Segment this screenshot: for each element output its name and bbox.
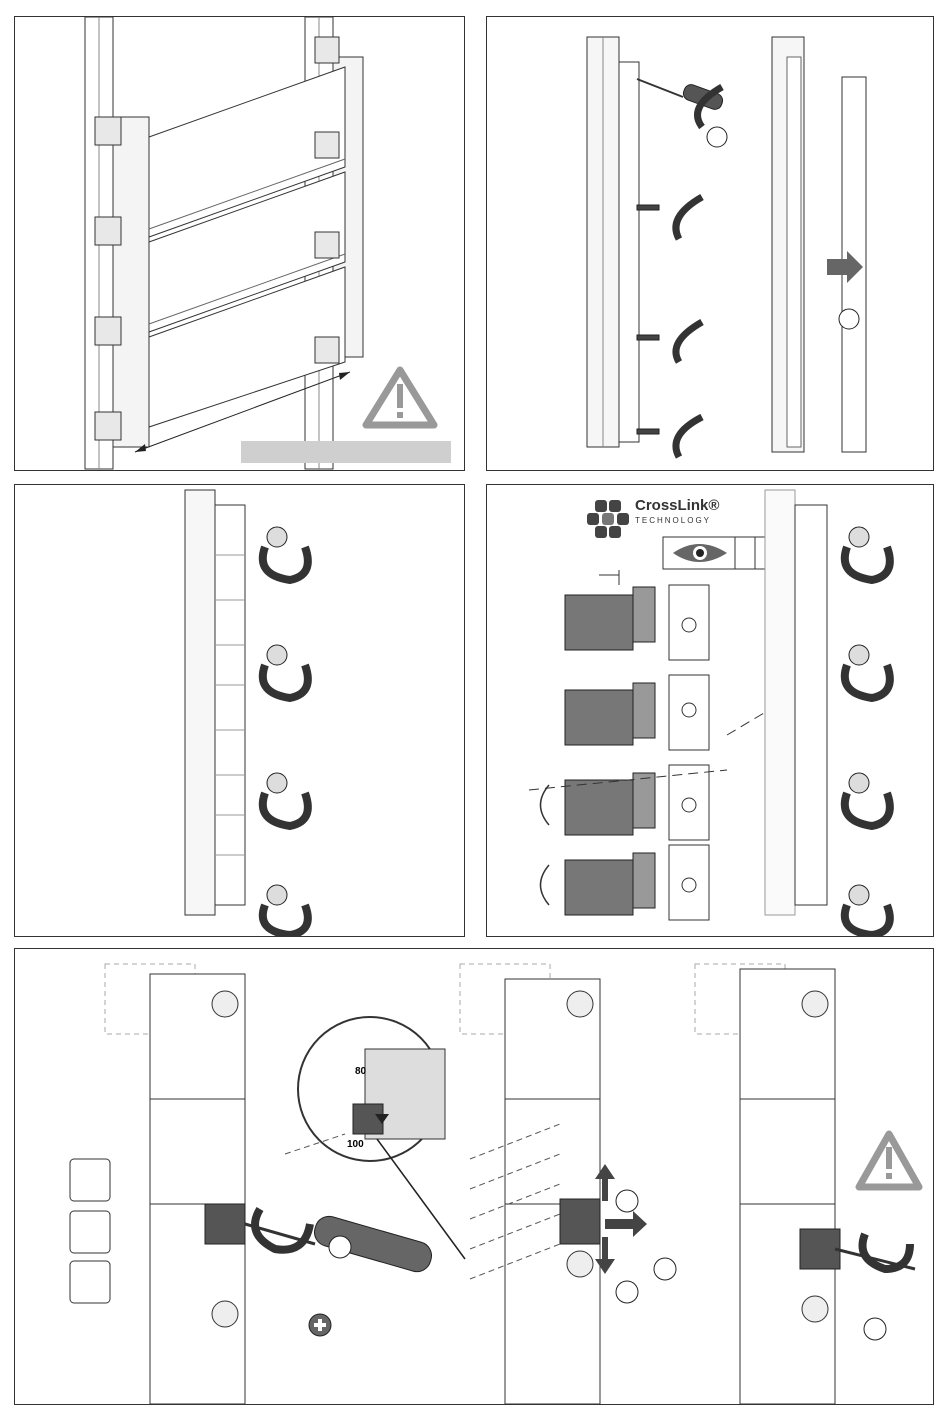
adjustment-illustration: 80 100 <box>15 949 934 1405</box>
step-circle <box>616 1281 638 1303</box>
crosslink-logo-subtext: TECHNOLOGY <box>635 516 711 525</box>
step-circle <box>707 127 727 147</box>
panel-step-1-frame-mounting <box>14 16 465 471</box>
tightening-illustration <box>15 485 465 937</box>
tightening-rotation-icon <box>263 527 308 935</box>
plus-icon <box>309 1314 331 1336</box>
panel-step-5-adjustment: 80 100 <box>14 948 934 1405</box>
frame-illustration <box>15 17 465 471</box>
panel-step-4-crosslink: CrossLink® TECHNOLOGY <box>486 484 934 937</box>
panel-step-2-screw-removal <box>486 16 934 471</box>
crosslink-logo-icon <box>587 500 629 538</box>
label-placeholder-bar <box>241 441 451 463</box>
step-circle <box>329 1236 351 1258</box>
scale-label-80: 80 <box>355 1066 367 1077</box>
right-arrow-icon <box>605 1211 647 1237</box>
step-circle <box>864 1318 886 1340</box>
crosslink-logo-text: CrossLink® <box>635 497 719 514</box>
step-circle <box>616 1190 638 1212</box>
screw-removal-illustration <box>487 17 934 471</box>
step-circle <box>654 1258 676 1280</box>
step-circle <box>839 309 859 329</box>
crosslink-illustration <box>487 485 934 937</box>
panel-step-3-tightening <box>14 484 465 937</box>
scale-label-100: 100 <box>347 1139 364 1150</box>
tightening-rotation-icon <box>845 527 890 935</box>
